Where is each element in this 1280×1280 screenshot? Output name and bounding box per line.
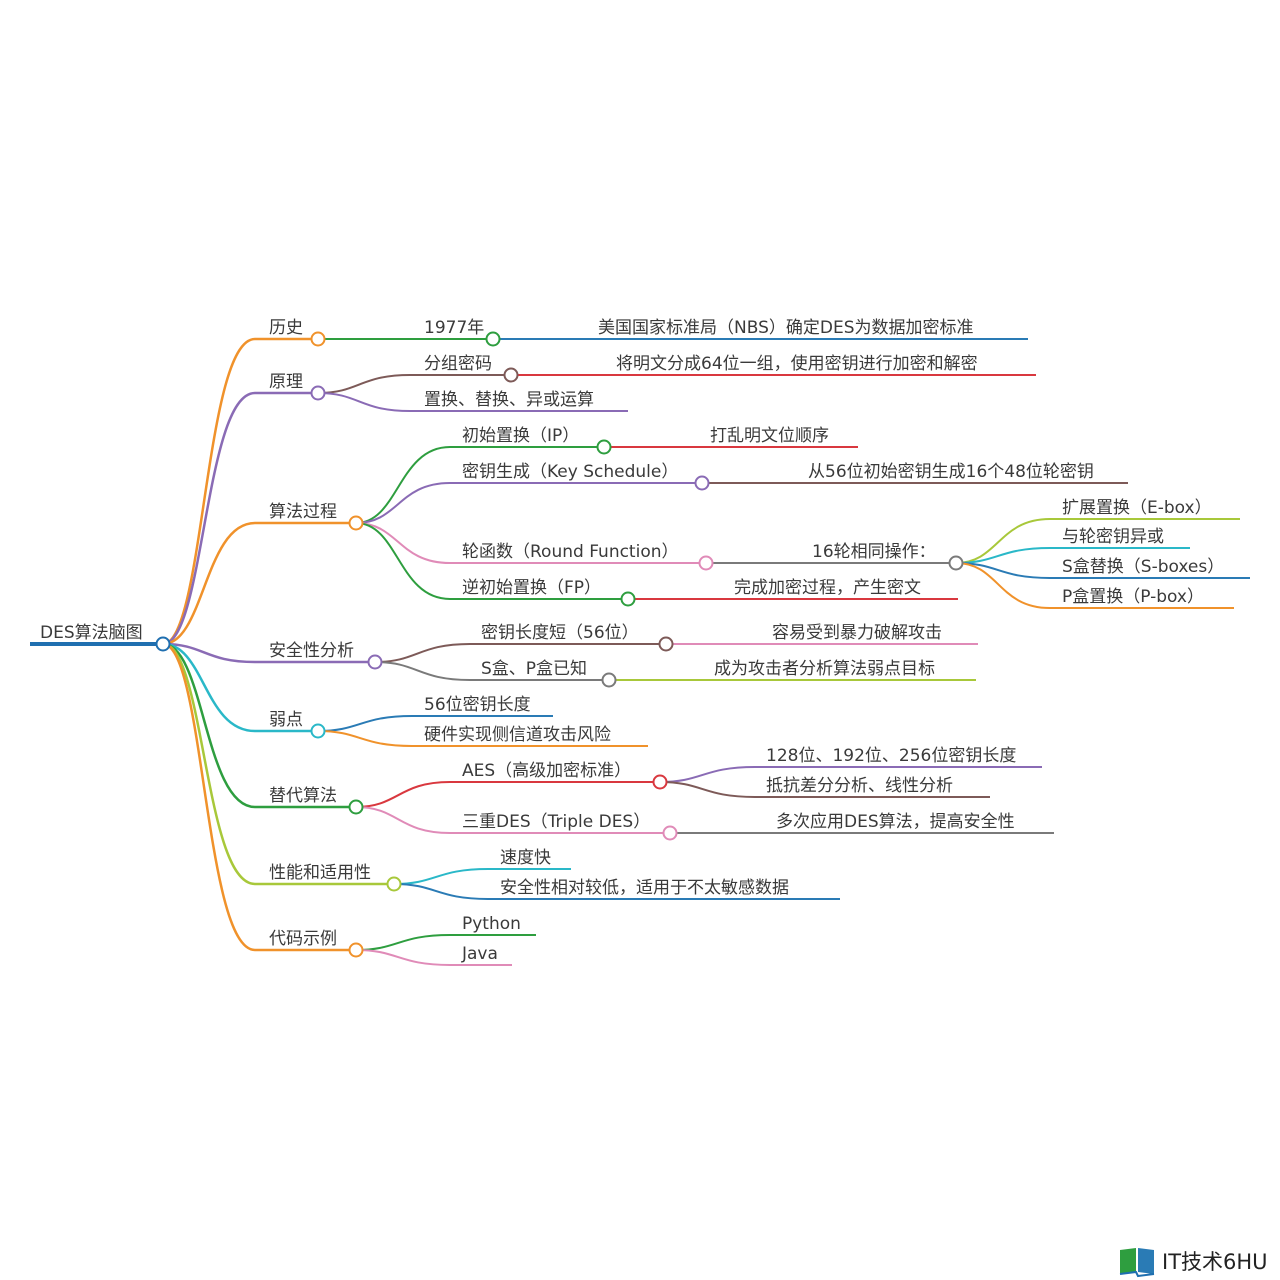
branch-label-weakness: 弱点: [269, 710, 303, 730]
branch-label-performance: 性能和适用性: [269, 863, 371, 883]
node-label-produce-ciphertext: 完成加密过程，产生密文: [734, 578, 921, 598]
connector-edge: [955, 562, 1051, 609]
connector-edge: [317, 374, 411, 394]
node-label-brute-force: 容易受到暴力破解攻击: [772, 623, 942, 643]
node-connector-circle: [698, 555, 714, 571]
connector-edge: [955, 518, 1051, 564]
branch-label-algorithm: 算法过程: [269, 502, 337, 522]
connector-edge: [317, 392, 411, 412]
connector-edge: [317, 715, 413, 732]
node-label-initial-permutation: 初始置换（IP）: [462, 426, 579, 446]
node-label-short-key: 密钥长度短（56位）: [481, 623, 639, 643]
node-label-fast: 速度快: [500, 848, 551, 868]
branch-label-code-examples: 代码示例: [269, 929, 337, 949]
node-label-operations: 置换、替换、异或运算: [424, 390, 594, 410]
node-connector-circle: [652, 774, 668, 790]
node-label-1977: 1977年: [424, 318, 484, 338]
node-label-s-boxes: S盒替换（S-boxes）: [1062, 557, 1224, 577]
node-label-sbox-known: S盒、P盒已知: [481, 659, 587, 679]
watermark: IT技术6HU: [1118, 1244, 1278, 1278]
branch-label-security: 安全性分析: [269, 641, 354, 661]
node-label-triple-des-detail: 多次应用DES算法，提高安全性: [776, 812, 1015, 832]
connector-edge: [393, 868, 489, 885]
connector-edge: [659, 766, 756, 783]
root-node-label: DES算法脑图: [40, 623, 143, 643]
node-connector-circle: [348, 799, 364, 815]
connector-edge: [162, 642, 256, 664]
connector-edge: [393, 883, 489, 900]
node-connector-circle: [658, 636, 674, 652]
node-label-key-schedule: 密钥生成（Key Schedule）: [462, 462, 678, 482]
connector-edge: [355, 781, 451, 808]
node-connector-circle: [386, 876, 402, 892]
node-label-aes-resistance: 抵抗差分分析、线性分析: [766, 776, 953, 796]
connector-edge: [162, 642, 256, 733]
node-label-nbs-standard: 美国国家标准局（NBS）确定DES为数据加密标准: [598, 318, 974, 338]
node-connector-circle: [348, 942, 364, 958]
connector-edge: [162, 642, 256, 952]
node-connector-circle: [155, 636, 171, 652]
connector-edge: [317, 730, 413, 747]
node-connector-circle: [310, 385, 326, 401]
node-connector-circle: [596, 439, 612, 455]
node-label-xor-round-key: 与轮密钥异或: [1062, 527, 1164, 547]
node-connector-circle: [310, 723, 326, 739]
connector-edge: [355, 522, 451, 564]
connector-edge: [162, 642, 256, 886]
node-label-scramble-bits: 打乱明文位顺序: [710, 426, 829, 446]
node-connector-circle: [485, 331, 501, 347]
connector-edge: [374, 643, 471, 663]
connector-edge: [162, 521, 256, 646]
branch-label-principle: 原理: [269, 372, 303, 392]
node-label-side-channel: 硬件实现侧信道攻击风险: [424, 725, 611, 745]
node-connector-circle: [620, 591, 636, 607]
node-label-low-security: 安全性相对较低，适用于不太敏感数据: [500, 878, 789, 898]
node-connector-circle: [348, 515, 364, 531]
node-label-round-keys: 从56位初始密钥生成16个48位轮密钥: [808, 462, 1094, 482]
node-label-aes: AES（高级加密标准）: [462, 761, 631, 781]
connector-edge: [374, 661, 471, 681]
watermark-text: IT技术6HU: [1162, 1250, 1268, 1274]
node-label-round-function: 轮函数（Round Function）: [462, 542, 679, 562]
node-label-e-box: 扩展置换（E-box）: [1062, 498, 1212, 518]
connector-edge: [659, 781, 756, 798]
connector-edge: [355, 446, 451, 524]
node-label-aes-key-lengths: 128位、192位、256位密钥长度: [766, 746, 1016, 766]
node-connector-circle: [310, 331, 326, 347]
book-icon: [1119, 1248, 1155, 1278]
node-label-block-detail: 将明文分成64位一组，使用密钥进行加密和解密: [616, 353, 978, 374]
node-label-java: Java: [461, 944, 498, 964]
node-connector-circle: [662, 825, 678, 841]
node-label-16-rounds: 16轮相同操作：: [812, 542, 936, 562]
branch-label-alternatives: 替代算法: [269, 786, 337, 806]
connector-edge: [355, 806, 451, 834]
connector-edge: [162, 337, 256, 646]
connector-edge: [355, 934, 451, 951]
node-label-attack-target: 成为攻击者分析算法弱点目标: [714, 659, 935, 679]
node-label-p-box: P盒置换（P-box）: [1062, 587, 1204, 607]
connector-edge: [355, 949, 451, 966]
node-connector-circle: [601, 672, 617, 688]
connector-edge: [162, 642, 256, 809]
connector-edge: [355, 522, 451, 600]
connector-edge: [162, 391, 256, 646]
node-label-python: Python: [462, 914, 521, 934]
node-connector-circle: [694, 475, 710, 491]
node-connector-circle: [503, 367, 519, 383]
node-label-block-cipher: 分组密码: [424, 354, 492, 374]
node-label-final-permutation: 逆初始置换（FP）: [462, 578, 601, 598]
node-connector-circle: [367, 654, 383, 670]
connector-edge: [355, 482, 451, 524]
node-connector-circle: [948, 555, 964, 571]
node-label-triple-des: 三重DES（Triple DES）: [462, 812, 650, 832]
node-label-56bit-key: 56位密钥长度: [424, 695, 531, 715]
branch-label-history: 历史: [269, 318, 303, 338]
